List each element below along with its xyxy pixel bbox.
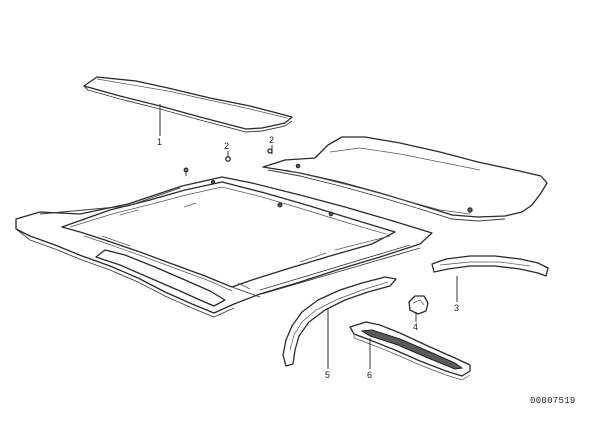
diagram-reference-number: 00007519 [530,396,576,406]
callout-3: 3 [454,303,459,313]
callout-4: 4 [413,322,418,332]
leader-lines [159,104,458,369]
part-6-grille-cover [349,321,471,381]
part-3-trim-strip [431,255,549,277]
callout-2-left: 2 [224,141,229,151]
part-1-panel [83,76,293,133]
part-4-grommet [408,295,429,315]
callout-1: 1 [157,137,162,147]
callout-2-right: 2 [269,135,274,145]
callout-6: 6 [367,370,372,380]
callout-5: 5 [325,370,330,380]
roof-frame-assembly [15,176,433,318]
part-5-curved-trim [282,276,397,367]
rear-roof-section [262,136,548,222]
